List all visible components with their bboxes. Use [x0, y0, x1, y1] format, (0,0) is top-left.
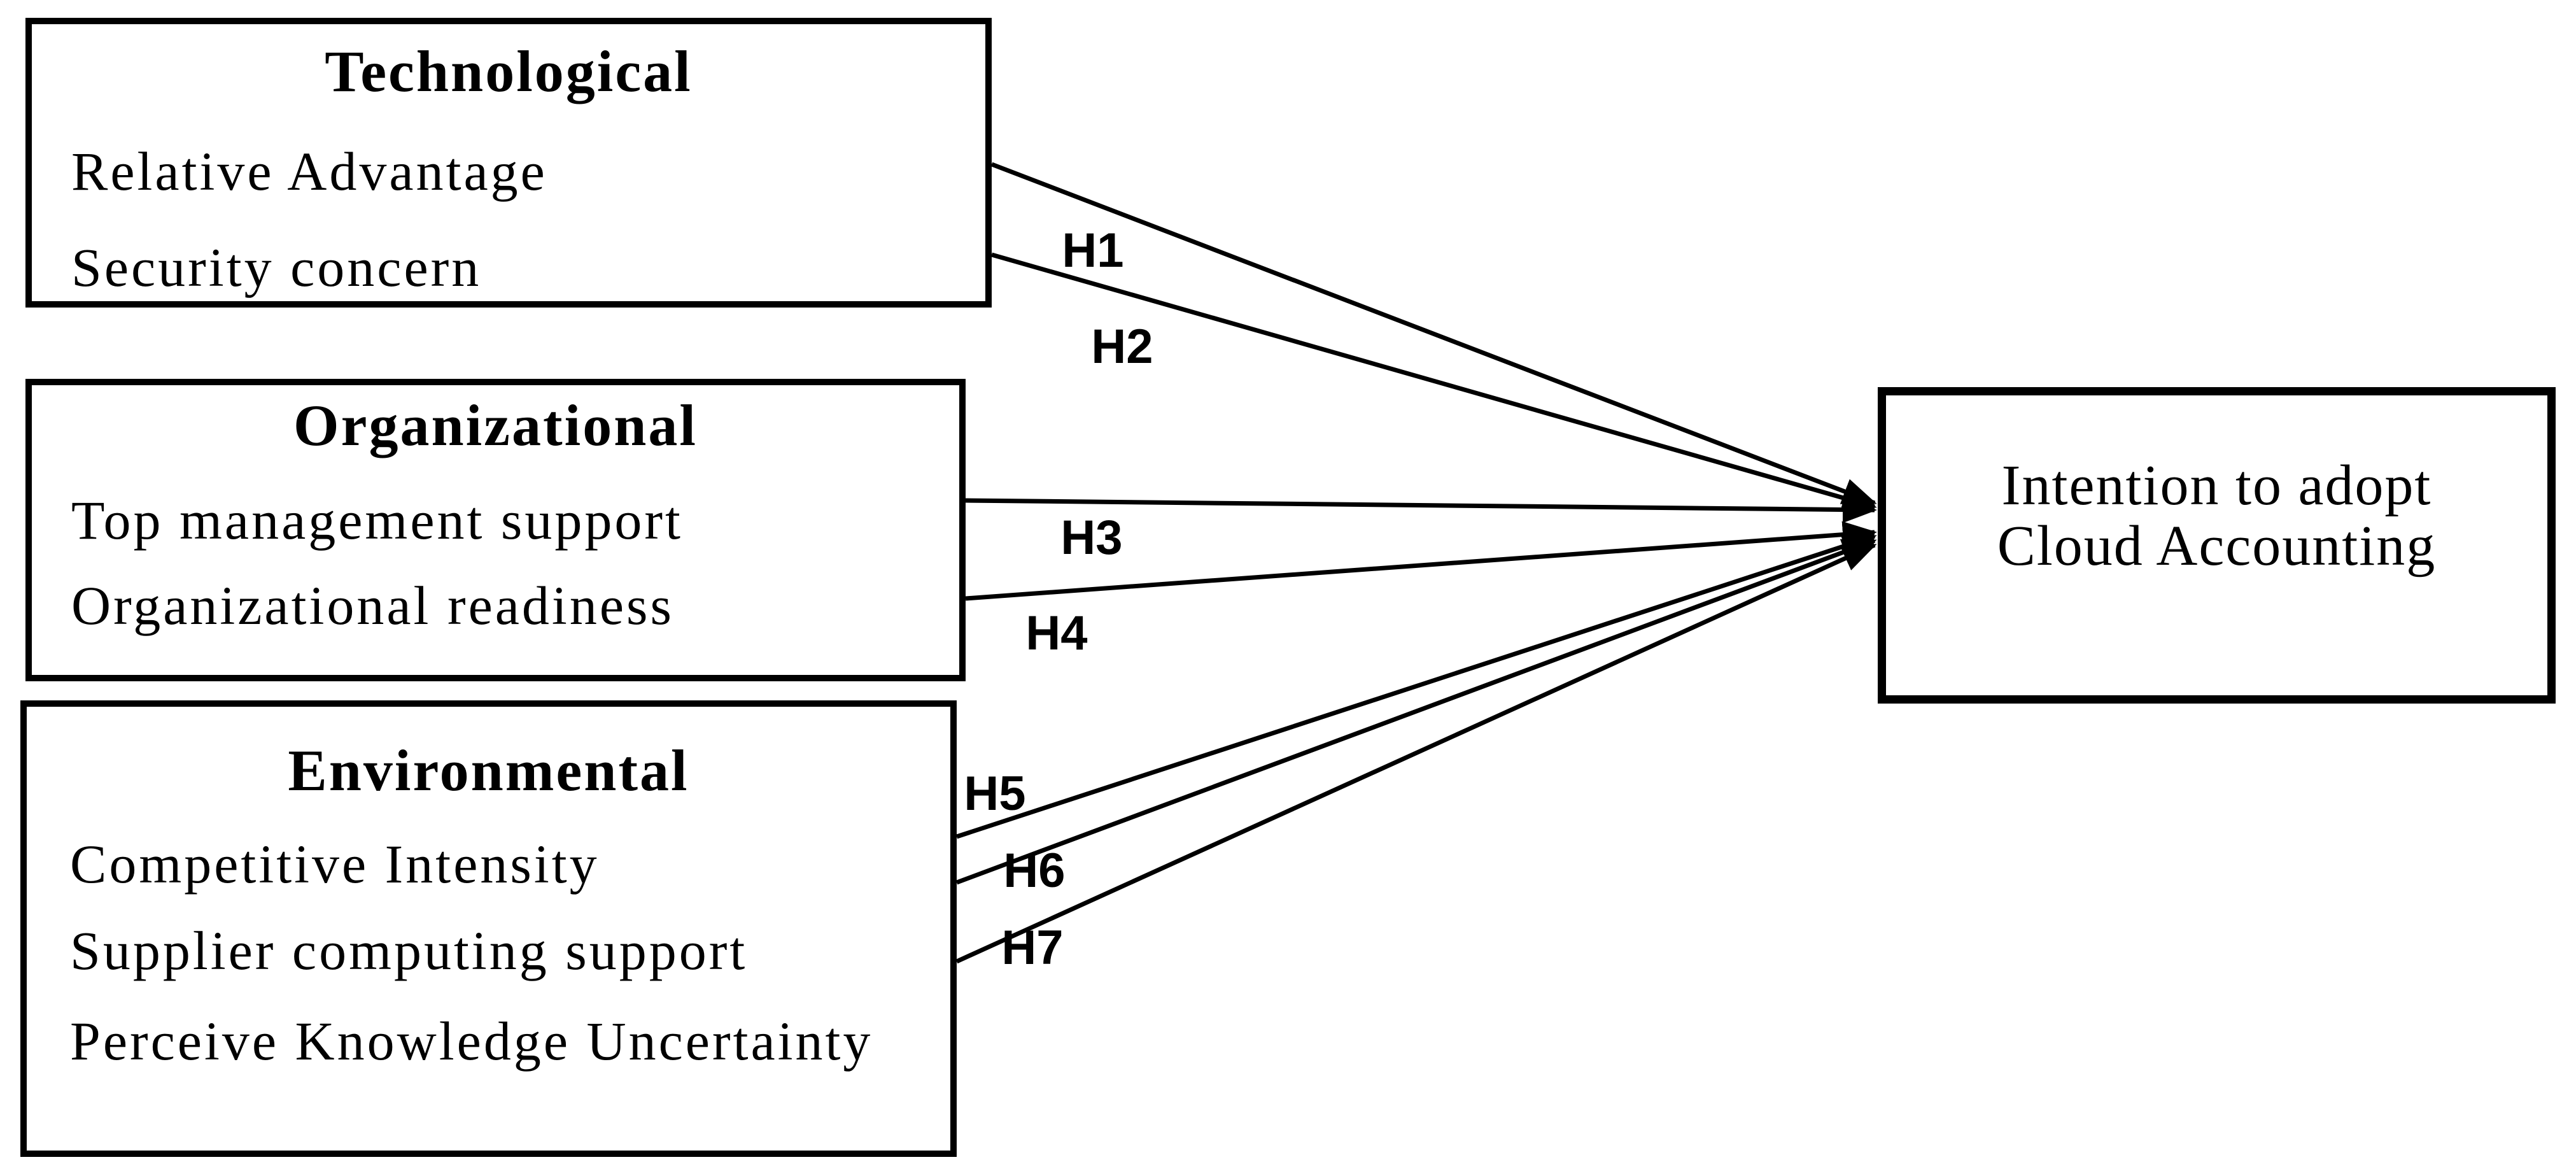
hypothesis-label-h2: H2	[1091, 320, 1153, 374]
hypothesis-label-h5: H5	[964, 767, 1026, 821]
hypothesis-label-h3: H3	[1060, 511, 1123, 565]
arrow-h6	[955, 538, 1877, 885]
hypothesis-label-h6: H6	[1003, 844, 1066, 898]
arrow-h5	[955, 533, 1877, 839]
outcome-line-2: Cloud Accounting	[1997, 514, 2437, 578]
arrow-h2	[991, 252, 1877, 511]
box-environmental-item: Perceive Knowledge Uncertainty	[70, 1010, 873, 1072]
box-technological	[25, 18, 992, 308]
arrow-h1	[990, 162, 1877, 506]
box-environmental-title: Environmental	[288, 738, 689, 803]
box-environmental-item: Competitive Intensity	[70, 833, 600, 895]
box-intention-to-adopt	[1878, 387, 2556, 704]
box-environmental	[20, 700, 957, 1157]
arrow-h4	[965, 521, 1877, 601]
box-organizational	[25, 379, 966, 681]
box-technological-title: Technological	[325, 39, 693, 104]
box-technological-item: Relative Advantage	[71, 141, 547, 202]
hypothesis-label-h4: H4	[1025, 606, 1088, 660]
box-environmental-item: Supplier computing support	[70, 920, 748, 981]
box-organizational-item: Organizational readiness	[71, 575, 674, 636]
box-technological-item: Security concern	[71, 237, 482, 298]
hypothesis-label-h1: H1	[1062, 223, 1124, 278]
outcome-line-1: Intention to adopt	[2001, 454, 2432, 517]
box-organizational-item: Top management support	[71, 490, 683, 551]
box-organizational-title: Organizational	[293, 393, 698, 458]
box-intention-to-adopt-label: Intention to adopt Cloud Accounting	[1878, 455, 2556, 577]
hypothesis-label-h7: H7	[1001, 921, 1064, 975]
arrow-h7	[955, 542, 1877, 964]
arrow-h3	[965, 496, 1877, 523]
